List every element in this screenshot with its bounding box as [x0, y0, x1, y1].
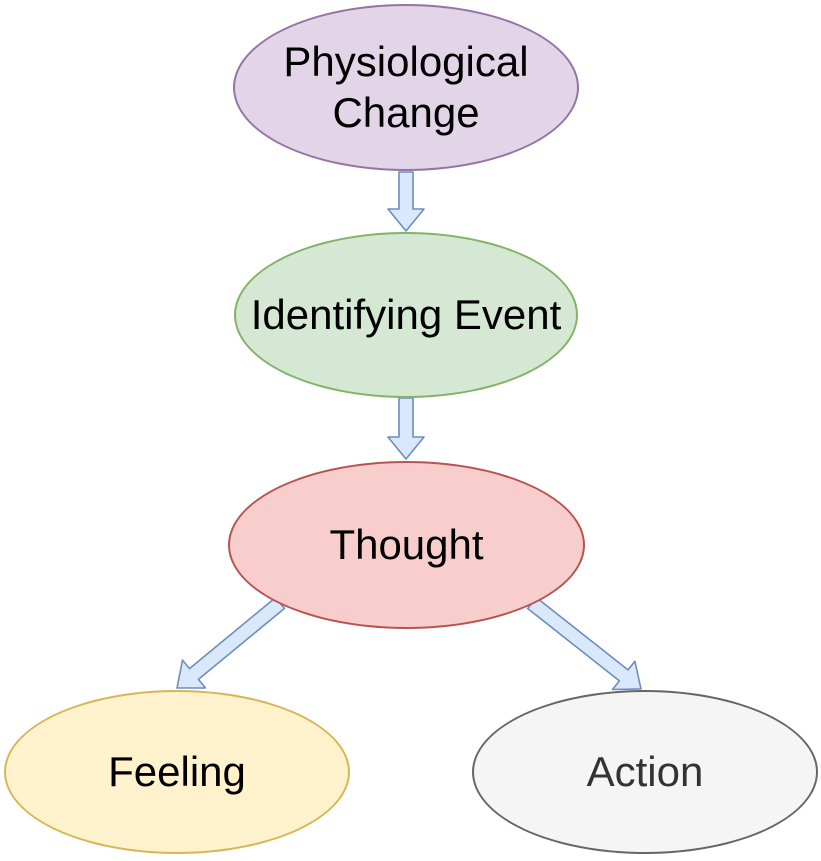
- node-label-action: Action: [586, 747, 704, 795]
- node-feeling: Feeling: [4, 690, 350, 854]
- node-label-feeling: Feeling: [108, 747, 246, 795]
- arrow-thought-to-action: [526, 596, 642, 691]
- node-physiological-change: Physiological Change: [233, 4, 579, 171]
- node-label-thought: Thought: [329, 520, 484, 568]
- node-label-identifying-event: Identifying Event: [250, 290, 562, 338]
- node-action: Action: [472, 690, 818, 854]
- node-label-physiological-change: Physiological Change: [283, 38, 529, 136]
- arrow-identifying-to-thought: [387, 397, 425, 460]
- node-thought: Thought: [228, 461, 585, 629]
- arrow-thought-to-feeling: [176, 596, 286, 689]
- arrow-physiological-to-identifying: [387, 171, 425, 232]
- node-identifying-event: Identifying Event: [234, 232, 578, 398]
